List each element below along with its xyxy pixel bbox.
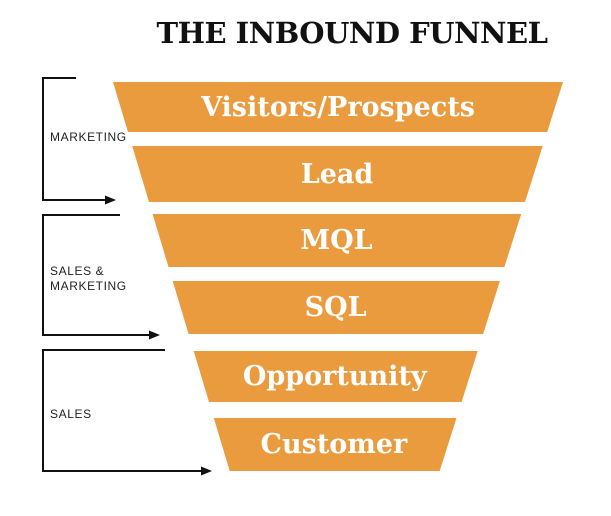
funnel: Visitors/Prospects Lead MQL SQL Opportun… — [113, 82, 563, 471]
bracket-sales: SALES — [42, 349, 212, 476]
funnel-stage-label-mql: MQL — [300, 225, 372, 256]
bracket-marketing: MARKETING — [42, 77, 127, 205]
funnel-stage-shape-visitors — [113, 82, 563, 132]
bracket-sales-arrowhead-icon — [201, 466, 212, 476]
funnel-stage-label-customer: Customer — [261, 429, 409, 460]
funnel-stage-shape-opportunity — [193, 351, 478, 402]
bracket-sales-and-marketing: SALES & MARKETING — [42, 214, 160, 340]
bracket-sales-label: SALES — [50, 407, 92, 421]
funnel-stage-label-sql: SQL — [305, 292, 367, 323]
bracket-sales-and-marketing-line — [42, 214, 151, 336]
funnel-stage-shape-lead — [132, 146, 543, 202]
funnel-stage-label-visitors: Visitors/Prospects — [200, 92, 475, 123]
bracket-marketing-arrowhead-icon — [105, 195, 116, 205]
bracket-sales-line — [42, 349, 203, 472]
bracket-sales-and-marketing-label-line1: SALES & — [50, 264, 104, 278]
bracket-sales-and-marketing-arrowhead-icon — [149, 330, 160, 340]
bracket-marketing-line — [42, 77, 107, 201]
funnel-stage-shape-customer — [213, 418, 457, 471]
bracket-sales-and-marketing-label-line2: MARKETING — [50, 279, 127, 293]
funnel-stage-label-opportunity: Opportunity — [243, 361, 428, 392]
funnel-stage-shape-mql — [152, 214, 522, 267]
bracket-marketing-label: MARKETING — [50, 130, 127, 144]
diagram-title: THE INBOUND FUNNEL — [157, 16, 548, 50]
funnel-stage-label-lead: Lead — [301, 159, 374, 190]
funnel-stage-shape-sql — [172, 281, 500, 334]
